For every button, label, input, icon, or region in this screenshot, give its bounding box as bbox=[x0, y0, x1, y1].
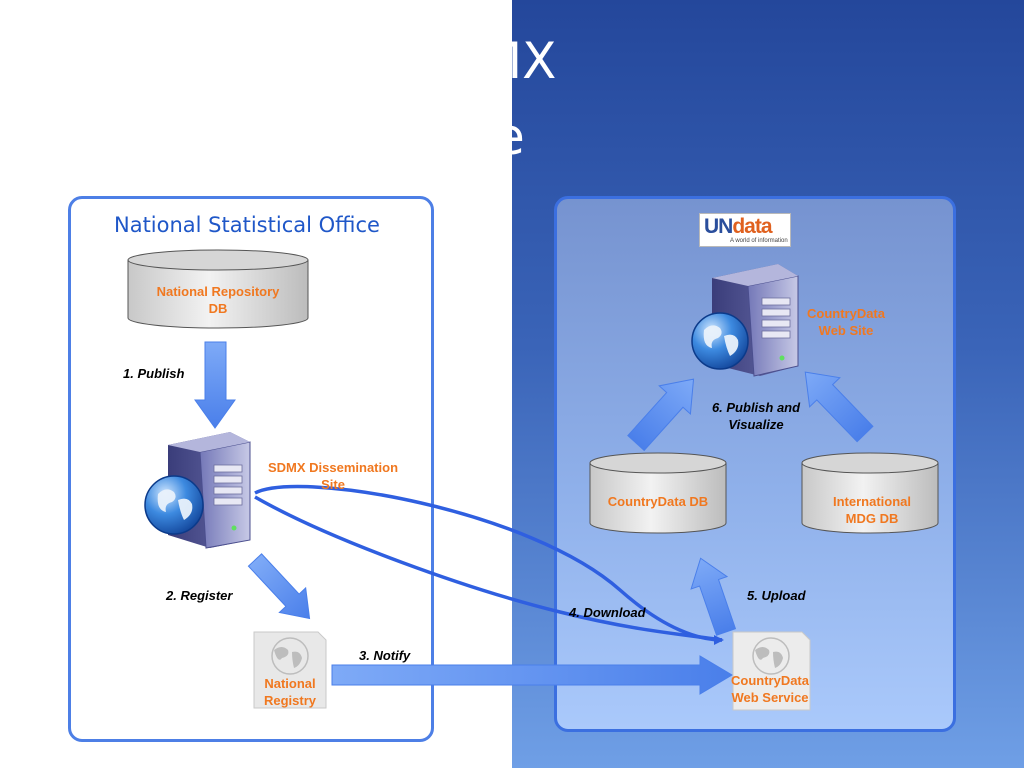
step-register-label: 2. Register bbox=[166, 588, 233, 603]
international-mdg-db-label: International MDG DB bbox=[832, 494, 911, 526]
step-publish-visualize-label: 6. Publish and Visualize bbox=[711, 400, 801, 432]
publish-visualize-arrow-right bbox=[804, 371, 874, 443]
countrydata-server-icon bbox=[691, 264, 799, 377]
publish-visualize-arrow-left bbox=[627, 378, 695, 452]
national-office-title: National Statistical Office bbox=[114, 213, 380, 237]
step-publish-label: 1. Publish bbox=[123, 366, 185, 381]
national-registry-icon bbox=[253, 631, 327, 709]
national-registry-label: National Registry bbox=[263, 676, 317, 708]
countrydata-web-service-icon bbox=[732, 631, 811, 711]
countrydata-db-label: CountryData DB bbox=[607, 494, 709, 509]
slide-title: ata SDMX xchange bbox=[512, 0, 1024, 190]
upload-arrow bbox=[690, 557, 737, 636]
national-repository-db bbox=[127, 249, 309, 329]
register-arrow bbox=[247, 553, 311, 620]
publish-arrow bbox=[194, 341, 236, 429]
title-line-1: ata SDMX bbox=[512, 32, 557, 90]
countrydata-web-site-label: CountryData Web Site bbox=[806, 306, 885, 338]
download-connector-lower bbox=[254, 495, 723, 642]
sdmx-server-icon bbox=[144, 432, 251, 549]
national-repository-db-label: National Repository DB bbox=[156, 284, 280, 316]
undata-logo: UNdata A world of information bbox=[699, 213, 791, 247]
notify-arrow bbox=[331, 655, 733, 695]
title-line-2: xchange bbox=[512, 108, 525, 166]
step-upload-label: 5. Upload bbox=[747, 588, 806, 603]
step-notify-label: 3. Notify bbox=[359, 648, 411, 663]
countrydata-web-service-label: CountryData Web Service bbox=[730, 673, 809, 705]
countrydata-db bbox=[589, 452, 727, 534]
step-download-label: 4. Download bbox=[569, 605, 646, 620]
international-mdg-db bbox=[801, 452, 939, 534]
sdmx-dissemination-site-label: SDMX Dissemination Site bbox=[267, 460, 399, 492]
download-connector bbox=[254, 484, 724, 645]
